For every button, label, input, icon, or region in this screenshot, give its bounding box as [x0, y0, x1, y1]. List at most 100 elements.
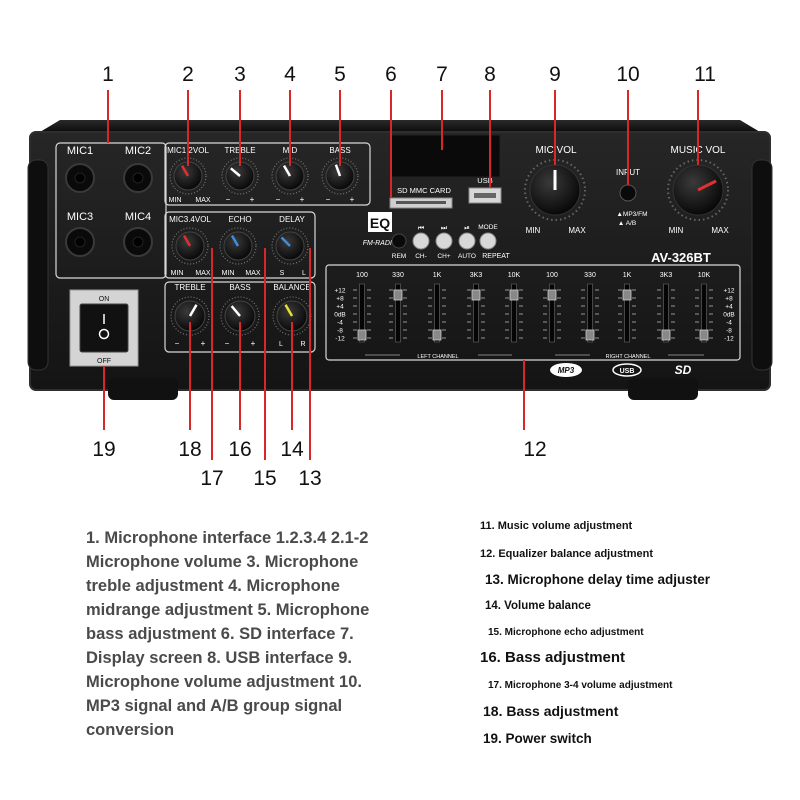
knob-dial-ring-9	[220, 296, 260, 336]
knob-group3-plus-1: +	[201, 339, 206, 348]
knob-dial-ring-6	[219, 227, 257, 265]
eq-slider-1[interactable]	[357, 329, 367, 341]
eq-slider-track-9	[663, 283, 669, 343]
eq-slider-8[interactable]	[622, 289, 632, 301]
knob5-min-label: MIN	[171, 270, 184, 277]
knob7-s-label: S	[280, 270, 285, 277]
knob1-max-label: MAX	[195, 197, 211, 204]
knob-group2-label-1: MIC3.4VOL	[169, 215, 211, 224]
knob-group3-label-1: TREBLE	[174, 283, 205, 292]
mic-jack-label-4: MIC4	[125, 211, 151, 223]
mic-jack-hole-2	[132, 172, 144, 184]
button-label-ch-: CH+	[437, 253, 450, 260]
knob-group3-minus-1: −	[175, 339, 180, 348]
desc-14: 14. Volume balance	[485, 600, 591, 612]
eq-slider-9[interactable]	[661, 329, 671, 341]
eq-scale-right-5: -8	[726, 328, 732, 335]
knob-group3-plus-2: +	[251, 339, 256, 348]
eq-scale-left-4: -4	[337, 320, 343, 327]
mic-jack-hole-1	[74, 172, 86, 184]
prev-icon: ⏮	[418, 225, 424, 232]
eq-freq-label-8: 1K	[623, 272, 632, 279]
mic-box	[55, 142, 167, 279]
knob-indicator-7	[280, 236, 291, 247]
left-channel-label: LEFT CHANNEL	[417, 354, 458, 360]
mp3-logo	[550, 363, 582, 377]
eq-slider-10[interactable]	[699, 329, 709, 341]
eq-scale-left-5: -8	[337, 328, 343, 335]
mp3-logo-text: MP3	[558, 366, 575, 375]
knob-indicator-4	[334, 164, 342, 177]
transport-button-2[interactable]	[435, 232, 453, 250]
eq-freq-label-2: 330	[392, 272, 404, 279]
callout-18: 18	[178, 438, 201, 461]
mic-jack-hole-4	[132, 236, 144, 248]
eq-slider-track-1	[359, 283, 365, 343]
desc-16: 16. Bass adjustment	[480, 649, 626, 666]
eq-slider-7[interactable]	[585, 329, 595, 341]
desc-13: 13. Microphone delay time adjuster	[485, 572, 711, 587]
desc-15: 15. Microphone echo adjustment	[488, 627, 644, 638]
left-handle	[27, 159, 49, 371]
eq-scale-right-4: -4	[726, 320, 732, 327]
foot-left	[108, 378, 178, 400]
power-off-label: OFF	[97, 358, 111, 365]
mic-vol-label: MIC VOL	[535, 145, 577, 156]
mode-label: MODE	[478, 224, 498, 231]
transport-button-1[interactable]	[412, 232, 430, 250]
eq-slider-3[interactable]	[432, 329, 442, 341]
eq-logo-box	[368, 212, 392, 232]
callout-9: 9	[549, 63, 561, 86]
eq-slider-track-6	[549, 283, 555, 343]
knob-dial-ring-5	[171, 227, 209, 265]
knob7-l-label: L	[302, 270, 306, 277]
transport-button-4[interactable]	[479, 232, 497, 250]
eq-slider-5[interactable]	[509, 289, 519, 301]
desc-12: 12. Equalizer balance adjustment	[480, 548, 654, 560]
callout-17: 17	[200, 467, 223, 490]
callout-11: 11	[694, 63, 716, 86]
usb-logo	[612, 363, 642, 377]
eq-slider-4[interactable]	[471, 289, 481, 301]
eq-freq-label-3: 1K	[433, 272, 442, 279]
button-label-auto: AUTO	[458, 253, 476, 260]
chassis-top	[40, 120, 760, 132]
eq-scale-right-6: -12	[724, 336, 734, 343]
knob6-min-label: MIN	[222, 270, 235, 277]
knob-indicator-6	[230, 234, 240, 247]
knob-group1-plus-4: +	[350, 195, 355, 204]
music-vol-min: MIN	[669, 226, 684, 235]
remote-sensor	[391, 233, 407, 249]
callout-5: 5	[334, 63, 346, 86]
music-vol-dial-ring	[667, 159, 729, 221]
desc-11: 11. Music volume adjustment	[480, 520, 633, 532]
input-button[interactable]	[619, 184, 637, 202]
callout-8: 8	[484, 63, 496, 86]
eq-slider-track-4	[473, 283, 479, 343]
knob-indicator-9	[230, 305, 241, 317]
button-label-ch-: CH-	[415, 253, 427, 260]
foot-right	[628, 378, 698, 400]
knob10-r-label: R	[300, 341, 305, 348]
play-pause-icon: ⏯	[464, 225, 470, 232]
model-name: AV-326BT	[651, 250, 711, 265]
mic-jack-label-2: MIC2	[125, 145, 151, 157]
eq-scale-left-6: -12	[335, 336, 345, 343]
callout-10: 10	[616, 63, 639, 86]
callout-lines	[103, 90, 699, 460]
usb-port-inner	[474, 193, 496, 198]
knob-group1-minus-2: −	[226, 195, 231, 204]
transport-button-3[interactable]	[458, 232, 476, 250]
callout-13: 13	[298, 467, 321, 490]
power-switch[interactable]	[79, 303, 129, 353]
eq-freq-label-5: 10K	[508, 272, 521, 279]
mic-vol-min: MIN	[526, 226, 541, 235]
eq-slider-6[interactable]	[547, 289, 557, 301]
eq-slider-2[interactable]	[393, 289, 403, 301]
callout-16: 16	[228, 438, 251, 461]
description-left: 1. Microphone interface 1.2.3.4 2.1-2 Mi…	[86, 529, 370, 739]
callout-1: 1	[102, 63, 114, 86]
knob-group1-minus-4: −	[326, 195, 331, 204]
eq-freq-label-10: 10K	[698, 272, 711, 279]
callout-14: 14	[280, 438, 304, 461]
